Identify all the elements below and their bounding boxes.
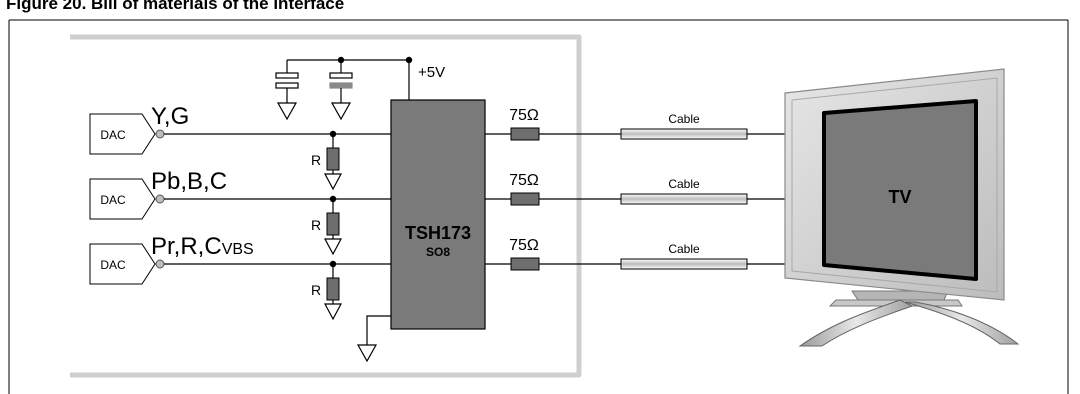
- termination-resistor: R: [311, 130, 342, 191]
- signal-channel: DAC Y,G R 75Ω Cable: [89, 103, 786, 191]
- series-resistor: 75Ω: [509, 107, 540, 141]
- signal-channel: DAC Pb,B,C R 75Ω Cable: [89, 168, 786, 256]
- cable-label: Cable: [668, 112, 700, 126]
- signal-label-main: Pr,R,C: [151, 233, 222, 260]
- signal-label-main: Pb,B,C: [151, 168, 227, 195]
- dac-label: DAC: [100, 258, 126, 272]
- dac-label: DAC: [100, 193, 126, 207]
- signal-label: Y,G: [151, 103, 189, 130]
- cable: Cable: [620, 177, 748, 205]
- termination-resistor: R: [311, 260, 342, 321]
- resistor-label: R: [311, 217, 321, 233]
- dac-block: DAC: [89, 113, 156, 155]
- cable: Cable: [620, 242, 748, 270]
- series-resistor-label: 75Ω: [509, 172, 539, 189]
- cable: Cable: [620, 112, 748, 140]
- cable-label: Cable: [668, 242, 700, 256]
- dac-output-terminal: [155, 259, 165, 269]
- series-resistor: 75Ω: [509, 172, 540, 206]
- figure-frame: [8, 19, 1069, 394]
- supply-junction-dot: [405, 56, 413, 64]
- termination-resistor: R: [311, 195, 342, 256]
- decoupling-capacitor: [275, 72, 299, 121]
- tv-label: TV: [888, 187, 911, 207]
- tsh173-chip: TSH173 SO8: [390, 99, 486, 330]
- resistor-label: R: [311, 152, 321, 168]
- supply-junction-dot: [337, 56, 345, 64]
- dac-label: DAC: [100, 128, 126, 142]
- figure-caption: Figure 20. Bill of materials of the inte…: [6, 0, 345, 13]
- dac-output-terminal: [155, 194, 165, 204]
- signal-label-subscript: VBS: [222, 241, 254, 258]
- series-resistor-label: 75Ω: [509, 237, 539, 254]
- chip-package: SO8: [426, 245, 450, 259]
- chip-name: TSH173: [405, 223, 471, 243]
- signal-channel: DAC Pr,R,CVBS R 75Ω Cable: [89, 233, 786, 321]
- signal-label-main: Y,G: [151, 103, 189, 130]
- supply-rail: [286, 59, 410, 100]
- tv-monitor: TV: [784, 68, 1020, 347]
- dac-block: DAC: [89, 243, 156, 285]
- chip-ground: [356, 315, 391, 363]
- signal-label: Pb,B,C: [151, 168, 227, 195]
- resistor-label: R: [311, 282, 321, 298]
- dac-block: DAC: [89, 178, 156, 220]
- series-resistor-label: 75Ω: [509, 107, 539, 124]
- signal-label: Pr,R,CVBS: [151, 233, 254, 260]
- series-resistor: 75Ω: [509, 237, 540, 271]
- dac-output-terminal: [155, 129, 165, 139]
- decoupling-capacitor: [329, 72, 353, 121]
- supply-label: +5V: [418, 64, 445, 81]
- board-outline: [70, 34, 582, 378]
- cable-label: Cable: [668, 177, 700, 191]
